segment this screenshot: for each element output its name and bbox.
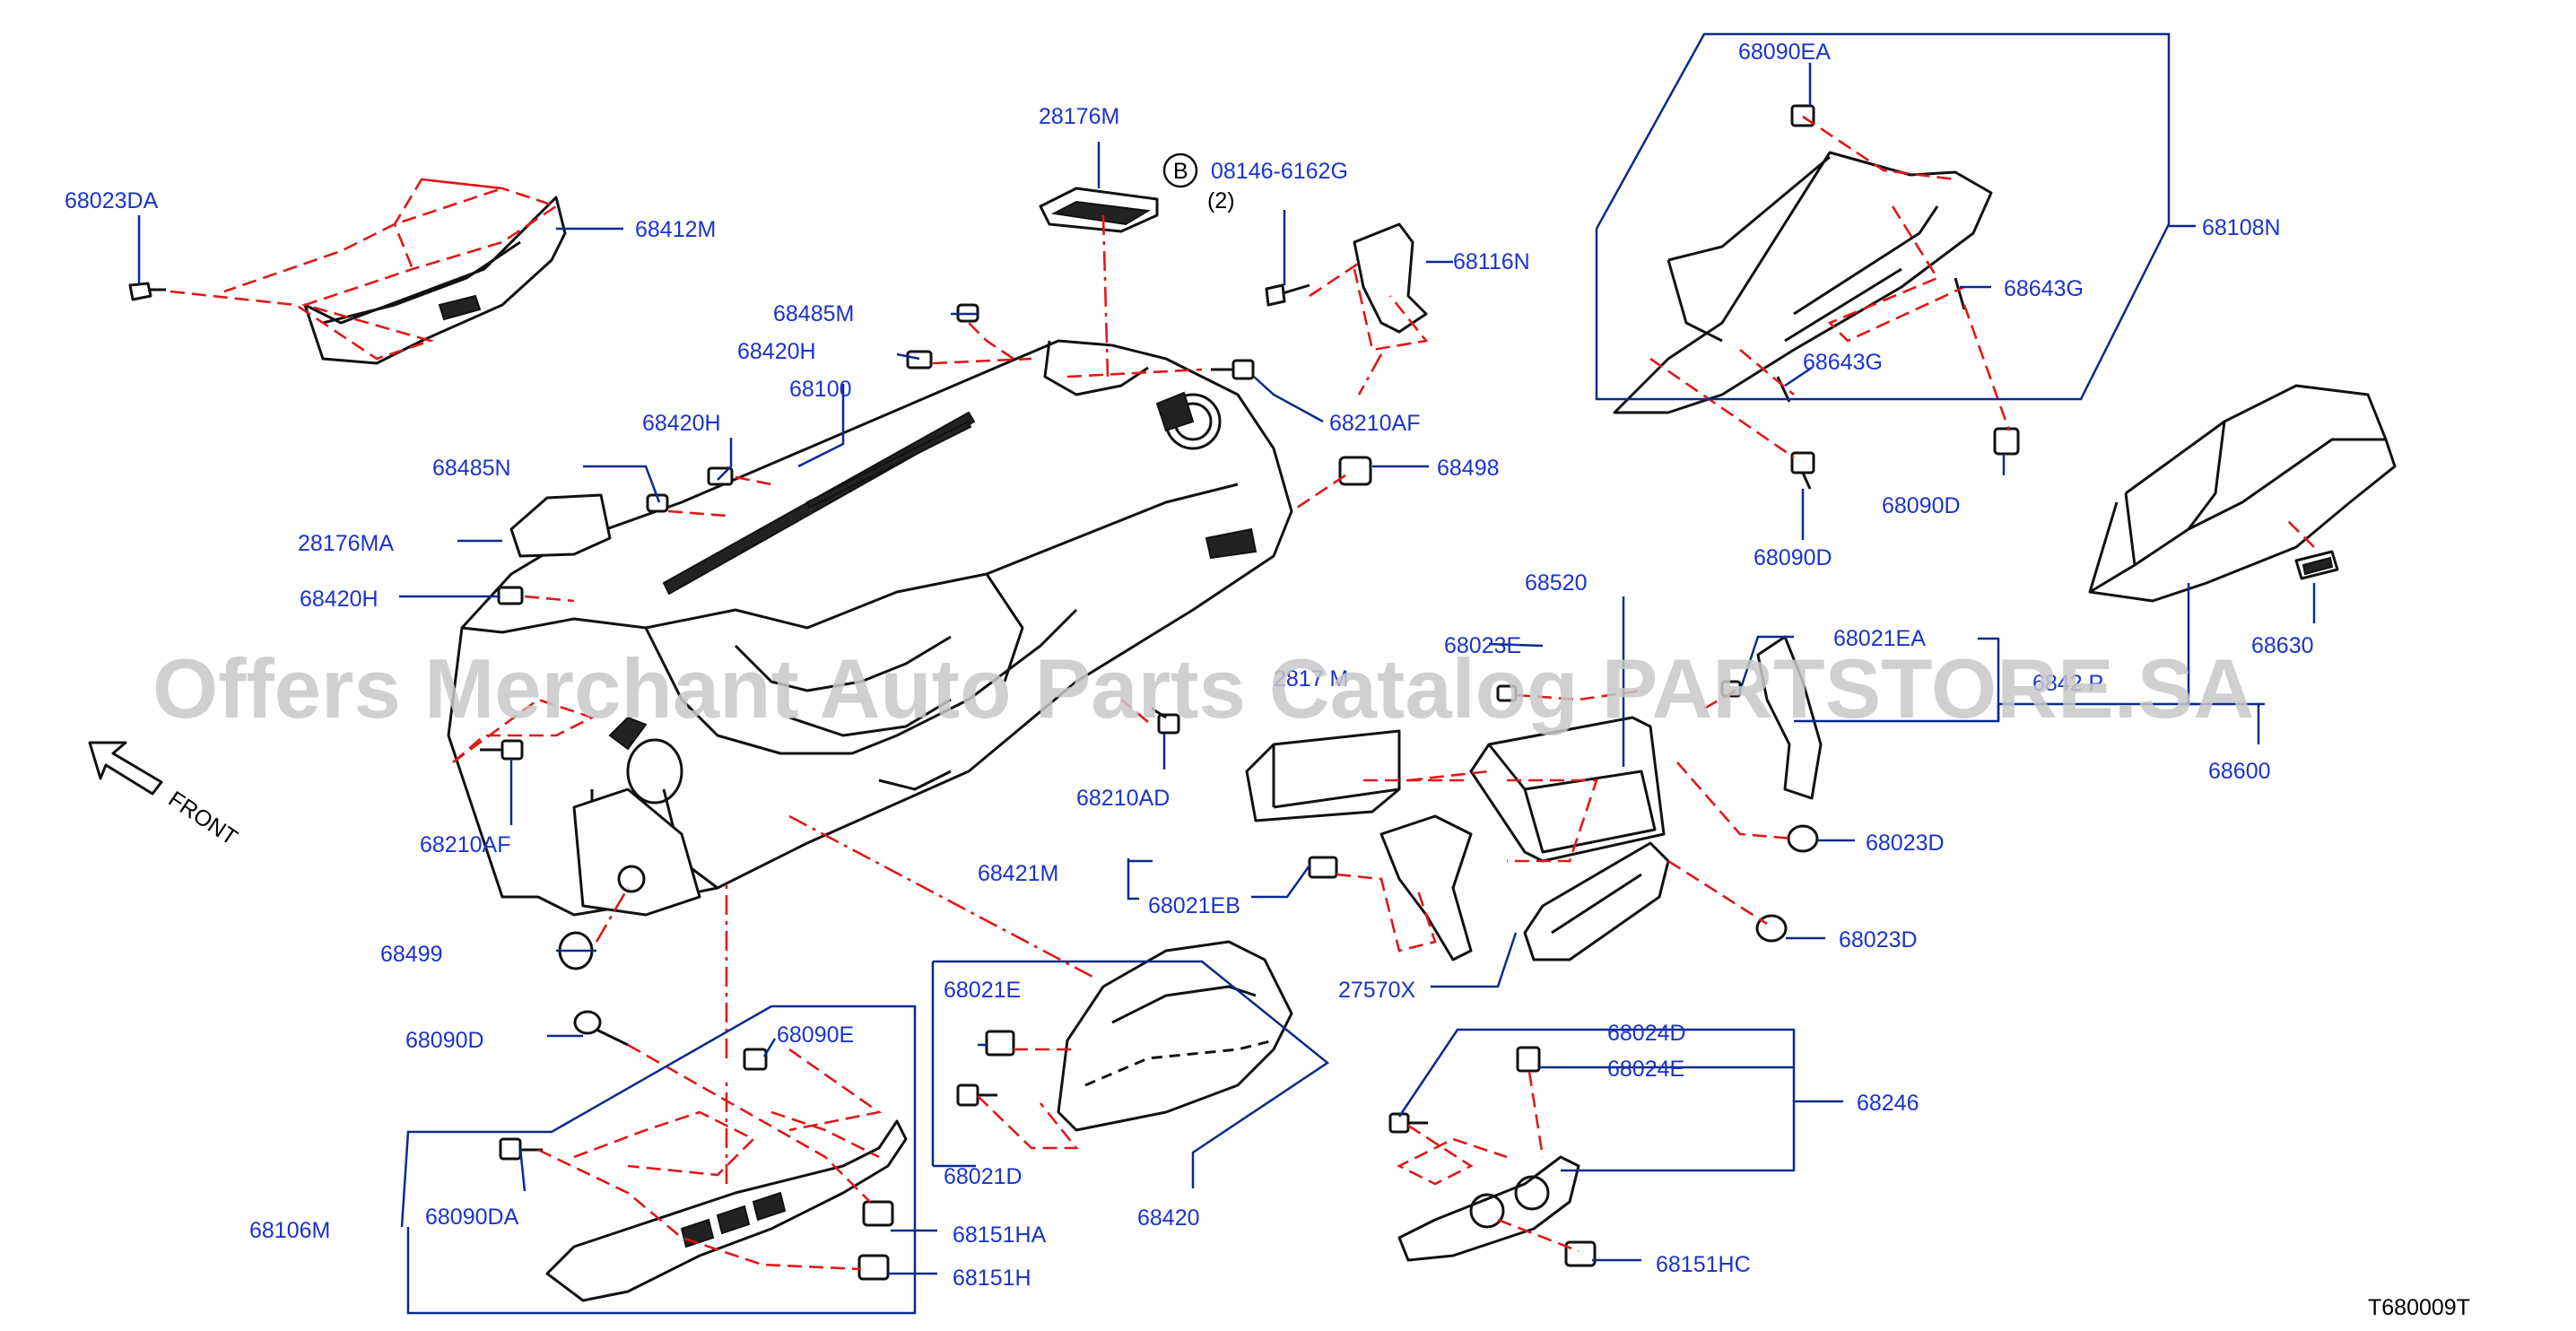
watermark-text: Offers Merchant Auto Parts Catalog PARTS…	[152, 641, 2254, 735]
part-label-68210AD[interactable]: 68210AD	[1076, 786, 1170, 811]
bolt-68024D[interactable]	[1388, 1112, 1428, 1134]
bolt-68090DA[interactable]	[499, 1137, 543, 1161]
clip-68024E[interactable]	[1516, 1046, 1541, 1073]
part-label-68210AF-a[interactable]: 68210AF	[1329, 411, 1420, 436]
part-label-68420H-a[interactable]: 68420H	[737, 339, 816, 364]
circle-b-icon	[1162, 152, 1198, 188]
part-label-2817M[interactable]: 2817 M	[1274, 666, 1348, 692]
part-label-68630[interactable]: 68630	[2251, 633, 2314, 658]
front-label: FRONT	[164, 787, 242, 850]
screw-68090D-a[interactable]	[1790, 451, 1815, 490]
part-label-68643G-b[interactable]: 68643G	[1803, 350, 1883, 375]
part-label-68023DA[interactable]: 68023DA	[65, 188, 159, 213]
part-label-68106M[interactable]: 68106M	[249, 1218, 330, 1243]
cluster-lid-68420[interactable]	[1057, 940, 1293, 1132]
pin-68643G-a[interactable]	[1954, 277, 1966, 310]
clip-68151HC[interactable]	[1564, 1240, 1597, 1267]
clip-68420H-a[interactable]	[906, 350, 933, 370]
side-panel-68421M[interactable]	[1379, 814, 1473, 961]
module-28176MA[interactable]	[509, 493, 612, 558]
part-label-68420H-c[interactable]: 68420H	[300, 587, 379, 612]
callout-lines	[137, 32, 2316, 1315]
part-label-68021EA[interactable]: 68021EA	[1833, 626, 1926, 651]
part-label-68100[interactable]: 68100	[789, 377, 852, 402]
part-label-68021EB[interactable]: 68021EB	[1148, 893, 1240, 918]
part-label-68210AF-b[interactable]: 68210AF	[420, 832, 510, 857]
pin-68023D-a[interactable]	[1787, 824, 1819, 853]
part-label-68499[interactable]: 68499	[380, 942, 443, 967]
bolt-qty-label: (2)	[1207, 188, 1235, 213]
part-label-68520[interactable]: 68520	[1525, 570, 1588, 596]
clip-68498[interactable]	[1338, 456, 1372, 486]
part-label-68116N[interactable]: 68116N	[1453, 249, 1530, 274]
switch-bezel-68246[interactable]	[1397, 1155, 1580, 1262]
clip-68151H[interactable]	[857, 1254, 890, 1281]
glove-box-lid-68600[interactable]	[2088, 384, 2397, 603]
part-label-68023D-b[interactable]: 68023D	[1839, 927, 1918, 953]
part-label-68021D[interactable]: 68021D	[944, 1164, 1023, 1189]
bolt-68021D[interactable]	[956, 1083, 997, 1107]
part-label-68090D-a[interactable]: 68090D	[1882, 493, 1961, 518]
part-label-68420H-b[interactable]: 68420H	[642, 411, 721, 436]
part-label-68246[interactable]: 68246	[1857, 1091, 1919, 1116]
center-cluster-68520[interactable]	[1469, 716, 1670, 961]
screw-68090D-b[interactable]	[1993, 427, 2020, 456]
part-label-68023E[interactable]: 68023E	[1444, 633, 1521, 658]
part-label-68643G-a[interactable]: 68643G	[2004, 276, 2084, 301]
panel-68412M[interactable]	[303, 196, 567, 365]
glove-box-68108N[interactable]	[1613, 151, 1993, 414]
part-label-68485M[interactable]: 68485M	[773, 301, 854, 326]
part-label-68090E[interactable]: 68090E	[777, 1022, 854, 1048]
clip-68151HA[interactable]	[862, 1200, 894, 1227]
screw-68090D-c[interactable]	[573, 1010, 629, 1047]
bolt-68210AF-a[interactable]	[1211, 359, 1255, 380]
clip-68021E[interactable]	[985, 1030, 1015, 1057]
part-label-68090D-c[interactable]: 68090D	[405, 1028, 484, 1053]
front-arrow-icon	[88, 741, 163, 796]
latch-68630[interactable]	[2294, 550, 2339, 580]
bracket-68116N[interactable]	[1353, 222, 1428, 334]
part-label-68485N[interactable]: 68485N	[432, 456, 511, 481]
assembly-leaders	[170, 115, 2315, 1271]
clip-68090E[interactable]	[743, 1048, 768, 1071]
part-label-28176MA[interactable]: 28176MA	[298, 531, 394, 556]
part-label-68090DA[interactable]: 68090DA	[425, 1205, 519, 1230]
audio-unit[interactable]	[1245, 729, 1401, 822]
part-label-68090EA[interactable]: 68090EA	[1738, 39, 1831, 65]
part-label-28176M[interactable]: 28176M	[1039, 104, 1119, 129]
part-label-27570X[interactable]: 27570X	[1338, 978, 1416, 1003]
clip-68021EB[interactable]	[1308, 856, 1338, 879]
bolt-spec-label[interactable]: 08146-6162G	[1211, 159, 1348, 184]
part-label-68023D-a[interactable]: 68023D	[1866, 831, 1945, 856]
bolt-68210AD[interactable]	[1151, 707, 1180, 735]
part-label-68024D[interactable]: 68024D	[1607, 1021, 1686, 1046]
trim-6842P[interactable]	[1756, 635, 1823, 800]
part-label-68421M[interactable]: 68421M	[978, 861, 1058, 886]
clip-68420H-c[interactable]	[497, 586, 524, 605]
pin-68643G-b[interactable]	[1776, 376, 1791, 403]
module-28176M[interactable]	[1039, 187, 1159, 233]
part-label-6842P[interactable]: 6842 P	[2032, 671, 2103, 696]
instrument-panel-assembly[interactable]	[447, 339, 1293, 917]
clip-68023E[interactable]	[1496, 684, 1518, 702]
part-label-68420[interactable]: 68420	[1137, 1205, 1200, 1231]
part-label-68090D-b[interactable]: 68090D	[1754, 545, 1832, 570]
part-label-68151HA[interactable]: 68151HA	[953, 1222, 1047, 1248]
part-label-68021E[interactable]: 68021E	[944, 978, 1021, 1003]
part-label-68151H[interactable]: 68151H	[953, 1266, 1031, 1291]
circle-b-text: B	[1173, 159, 1188, 184]
part-label-68024E[interactable]: 68024E	[1607, 1057, 1684, 1082]
part-label-68412M[interactable]: 68412M	[635, 217, 716, 242]
bolt-08146-6162G[interactable]	[1265, 283, 1310, 307]
bolt-68023DA[interactable]	[128, 282, 166, 301]
part-label-68600[interactable]: 68600	[2208, 759, 2271, 784]
figure-code: T680009T	[2368, 1295, 2470, 1320]
part-label-68498[interactable]: 68498	[1437, 456, 1500, 481]
part-label-68151HC[interactable]: 68151HC	[1656, 1252, 1751, 1277]
lower-cover-68106M[interactable]	[545, 1119, 908, 1302]
part-label-68108N[interactable]: 68108N	[2202, 215, 2281, 240]
